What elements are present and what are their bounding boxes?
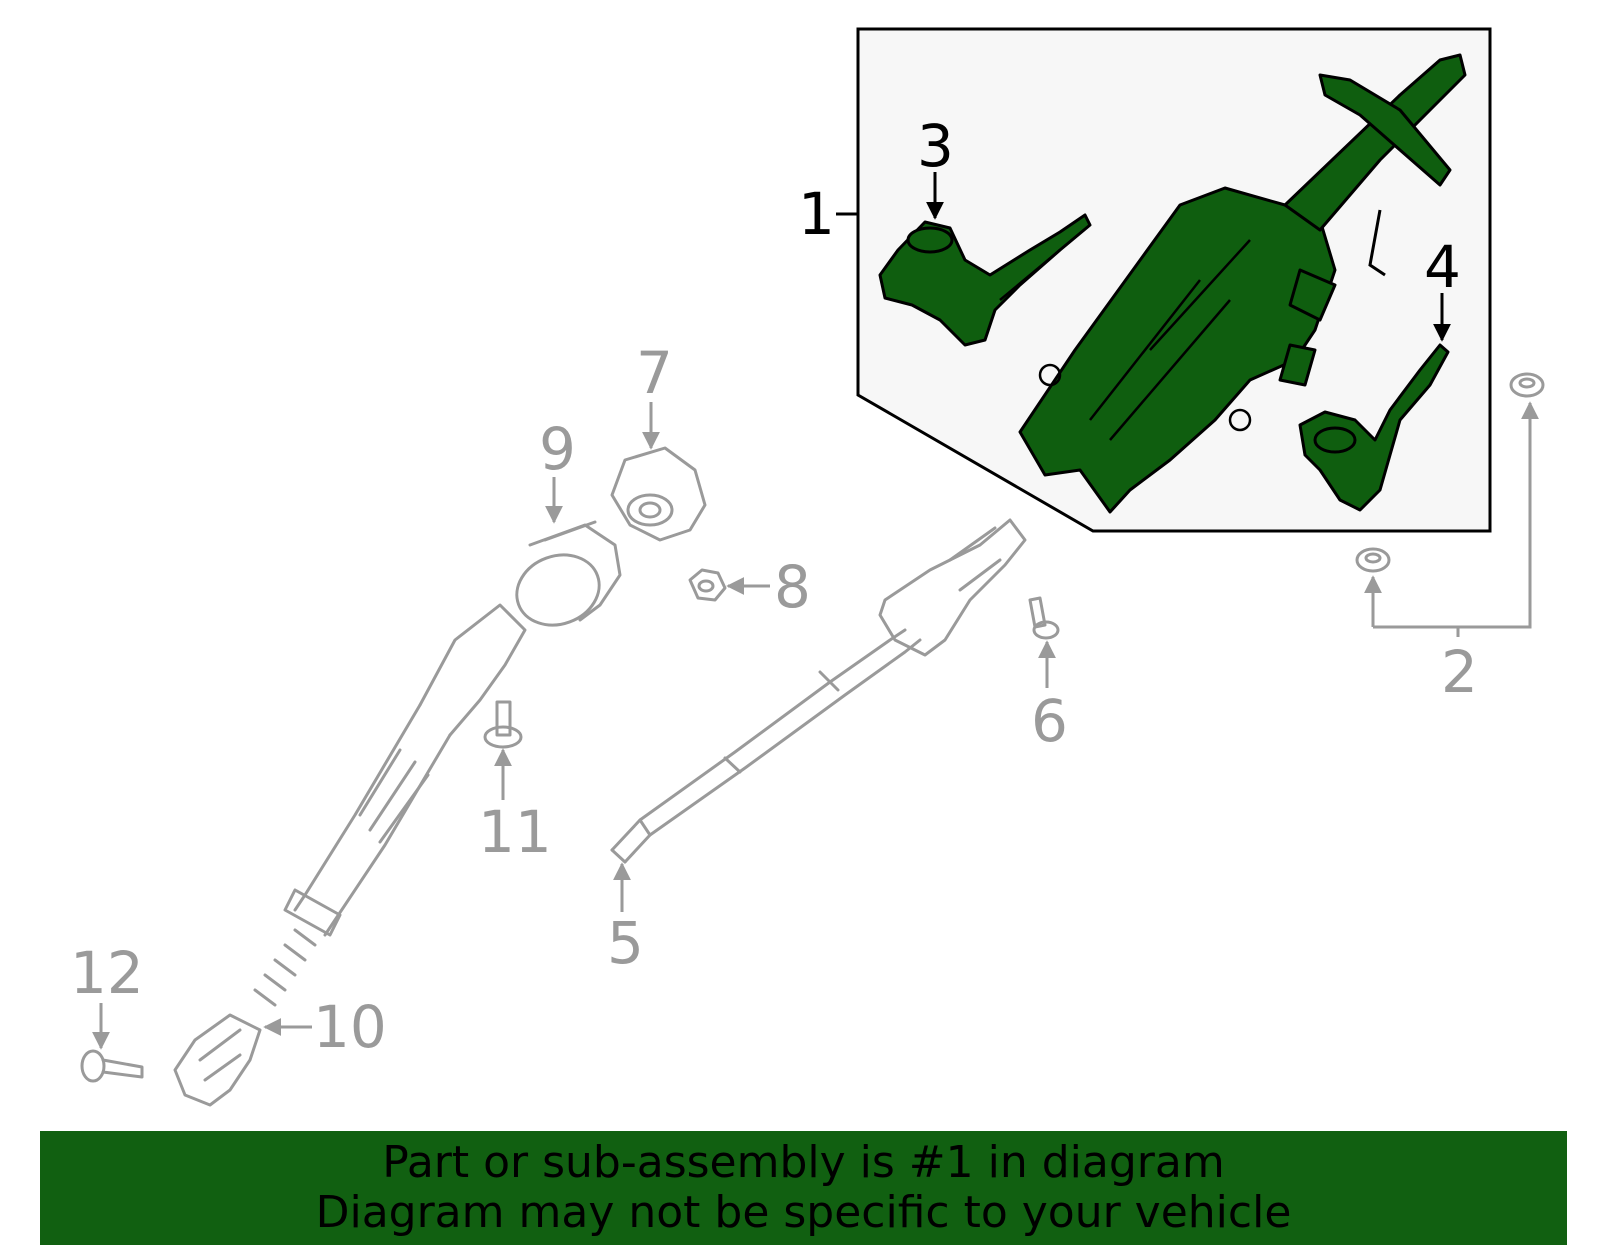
bushing-lower[interactable] [1355,547,1391,573]
callout-9: 9 [539,415,576,483]
callout-8: 8 [774,553,811,621]
intermediate-shaft[interactable] [610,518,1027,864]
banner-line-1: Part or sub-assembly is #1 in diagram [382,1137,1225,1188]
seal-9[interactable] [507,520,622,636]
callout-1: 1 [798,180,835,248]
callout-4: 4 [1424,233,1461,301]
callout-7: 7 [636,339,673,407]
bolt-6[interactable] [1028,596,1060,640]
banner-line-2: Diagram may not be specific to your vehi… [315,1187,1292,1238]
callout-6: 6 [1031,687,1068,755]
leader-lines [92,172,1539,1050]
bushing-upper[interactable] [1509,372,1545,398]
lower-shaft-10[interactable] [173,603,527,1107]
boot-seal-7[interactable] [610,446,707,542]
callout-3: 3 [917,112,954,180]
steering-column-assembly[interactable] [1018,53,1467,514]
callout-11: 11 [478,798,552,866]
callout-2: 2 [1441,638,1478,706]
bolt-12[interactable] [80,1049,144,1083]
callout-12: 12 [70,939,144,1007]
callout-5: 5 [607,909,644,977]
column-motor-right[interactable] [1298,343,1450,512]
bolt-11[interactable] [483,700,523,749]
nut-8[interactable] [688,568,727,602]
column-motor-left[interactable] [878,213,1092,347]
info-banner: Part or sub-assembly is #1 in diagram Di… [40,1131,1567,1245]
callout-10: 10 [313,993,387,1061]
